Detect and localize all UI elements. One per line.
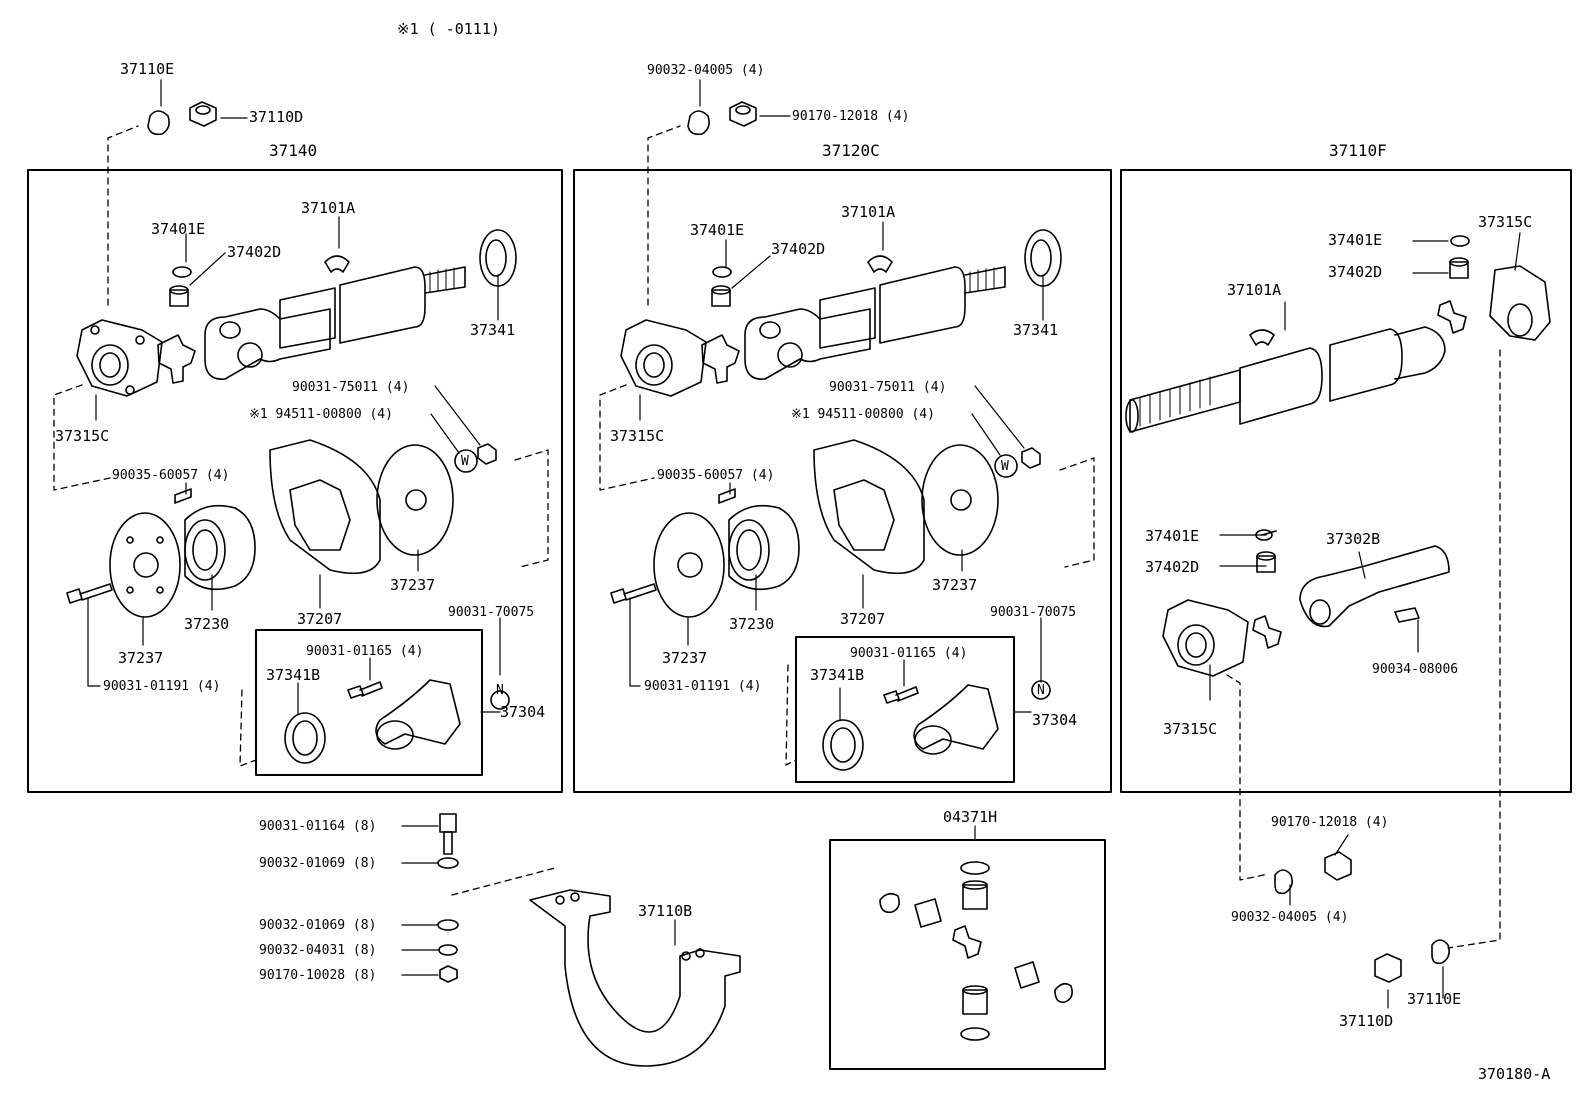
panel-a-parts [66,101,517,764]
universal-joint-kit [879,861,1073,1041]
label-37110D-top: 37110D [249,108,304,126]
n-mark-b: N [1037,683,1045,698]
label-90031-01191-a: 90031-01191 (4) [103,679,221,694]
w-mark-a: W [461,454,469,469]
footer-code: 370180-A [1478,1065,1551,1083]
label-37402D-c-bottom: 37402D [1145,558,1200,576]
label-37230-a: 37230 [184,615,230,633]
panel-c-parts [1125,235,1551,983]
label-37315C-a: 37315C [55,427,110,445]
label-90031-01165-b: 90031-01165 (4) [850,646,968,661]
label-90031-75011-b: 90031-75011 (4) [829,380,947,395]
label-37101A-c: 37101A [1227,281,1282,299]
label-37237-b-right: 37237 [932,576,978,594]
label-37140: 37140 [269,141,318,160]
subgroup-box-37304-a [255,629,483,776]
label-37110F: 37110F [1329,141,1387,160]
label-90031-01164: 90031-01164 (8) [259,819,377,834]
label-37341B-a: 37341B [266,666,321,684]
label-90031-70075-a: 90031-70075 [448,605,535,620]
label-90031-75011-a: 90031-75011 (4) [292,380,410,395]
label-37401E-b: 37401E [690,221,745,239]
label-04371H: 04371H [943,808,998,826]
label-90032-01069-b: 90032-01069 (8) [259,918,377,933]
label-37237-a-right: 37237 [390,576,436,594]
label-90031-01191-b: 90031-01191 (4) [644,679,762,694]
label-90170-12018-top: 90170-12018 (4) [792,109,910,124]
label-37341B-b: 37341B [810,666,865,684]
label-90032-04031: 90032-04031 (8) [259,943,377,958]
group-box-37110F [1120,169,1572,793]
label-37101A-b: 37101A [841,203,896,221]
label-37401E-a: 37401E [151,220,206,238]
label-90035-60057-a: 90035-60057 (4) [112,468,230,483]
label-94511-00800-a: ※1 94511-00800 (4) [249,407,393,422]
label-90032-04005-c: 90032-04005 (4) [1231,910,1349,925]
label-37402D-c-top: 37402D [1328,263,1383,281]
label-37101A-a: 37101A [301,199,356,217]
group-box-04371H [829,839,1106,1070]
label-94511-00800-b: ※1 94511-00800 (4) [791,407,935,422]
label-90034-08006: 90034-08006 [1372,662,1459,677]
label-37207-a: 37207 [297,610,343,628]
subgroup-box-37304-b [795,636,1015,783]
label-90170-10028: 90170-10028 (8) [259,968,377,983]
label-37341-a: 37341 [470,321,516,339]
label-37237-a-left: 37237 [118,649,164,667]
label-37315C-c-bottom: 37315C [1163,720,1218,738]
label-37315C-c-top: 37315C [1478,213,1533,231]
label-37341-b: 37341 [1013,321,1059,339]
label-90035-60057-b: 90035-60057 (4) [657,468,775,483]
header-note: ※1 ( -0111) [397,20,500,38]
n-mark-a: N [496,683,504,698]
label-37401E-c-top: 37401E [1328,231,1383,249]
bracket-hardware [437,813,741,1067]
label-37304-a: 37304 [500,703,546,721]
label-37302B: 37302B [1326,530,1381,548]
label-37315C-b: 37315C [610,427,665,445]
label-37207-b: 37207 [840,610,886,628]
label-90032-04005-top: 90032-04005 (4) [647,63,765,78]
group-box-37140 [27,169,563,793]
label-37110D-c: 37110D [1339,1012,1394,1030]
label-90031-01165-a: 90031-01165 (4) [306,644,424,659]
label-90031-70075-b: 90031-70075 [990,605,1077,620]
label-37110B: 37110B [638,902,693,920]
group-box-37120C [573,169,1112,793]
label-37230-b: 37230 [729,615,775,633]
label-37110E-c: 37110E [1407,990,1462,1008]
label-90032-01069-a: 90032-01069 (8) [259,856,377,871]
label-37402D-b: 37402D [771,240,826,258]
label-37237-b-left: 37237 [662,649,708,667]
label-37120C: 37120C [822,141,880,160]
label-37110E-top: 37110E [120,60,175,78]
label-37401E-c-bottom: 37401E [1145,527,1200,545]
label-90170-12018-c: 90170-12018 (4) [1271,815,1389,830]
label-37304-b: 37304 [1032,711,1078,729]
panel-b-parts [610,101,1062,771]
w-mark-b: W [1001,459,1009,474]
label-37402D-a: 37402D [227,243,282,261]
